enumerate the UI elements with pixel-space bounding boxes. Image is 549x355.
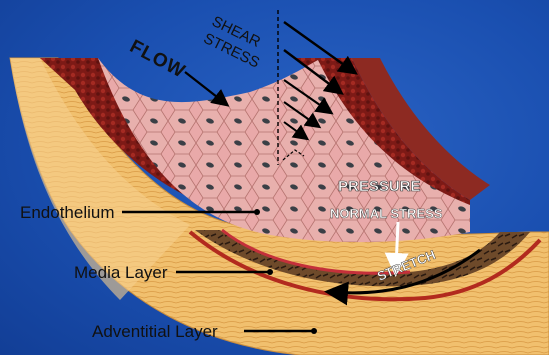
- flow-arrow: [185, 72, 226, 104]
- normal-stress-label: NORMAL STRESS: [330, 206, 442, 221]
- endothelium-label: Endothelium: [20, 203, 115, 223]
- pressure-label: PRESSURE: [338, 178, 421, 195]
- media-layer-label: Media Layer: [74, 263, 168, 283]
- adventitial-layer-label: Adventitial Layer: [92, 322, 218, 342]
